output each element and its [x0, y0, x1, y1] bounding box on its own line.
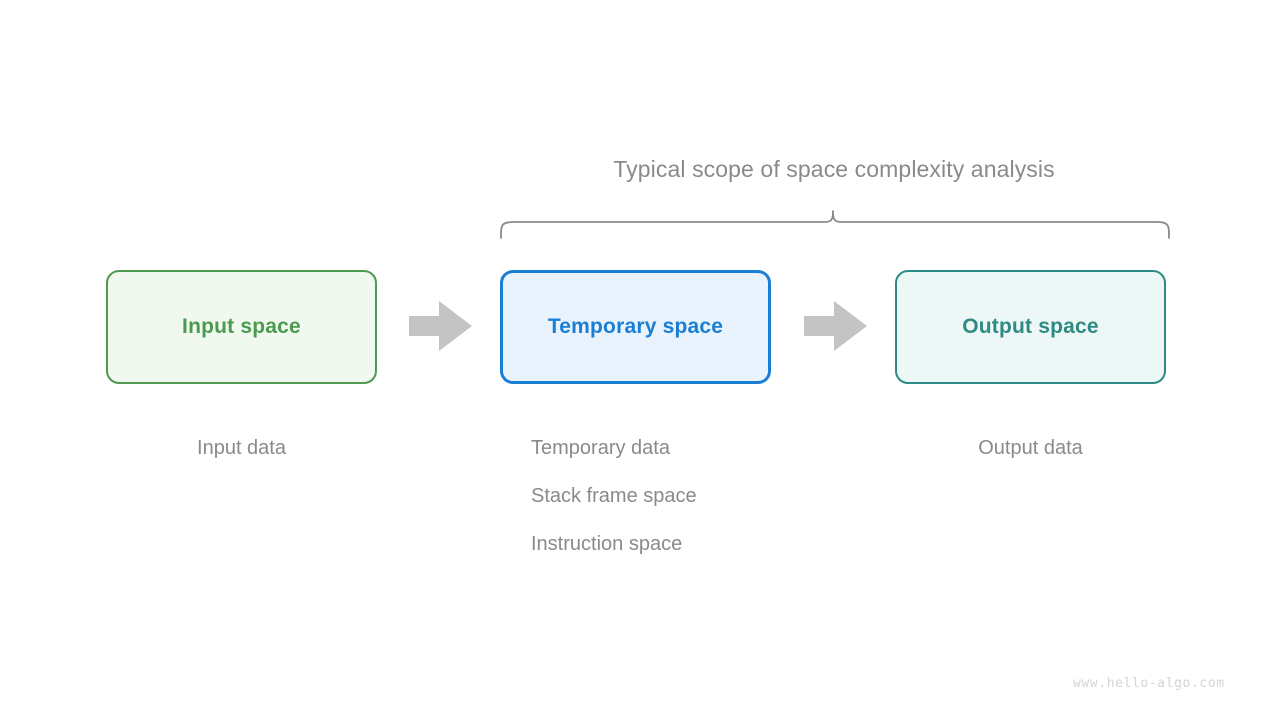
- temporary-space-label: Temporary space: [547, 315, 724, 338]
- arrow-input-to-temporary: [409, 301, 473, 351]
- input-space-box: Input space: [106, 270, 377, 384]
- output-caption: Output data: [978, 437, 1083, 459]
- input-space-label: Input space: [182, 315, 301, 338]
- temporary-caption-item: Instruction space: [531, 533, 683, 555]
- scope-title: Typical scope of space complexity analys…: [613, 156, 1055, 182]
- temporary-caption-item: Temporary data: [531, 437, 670, 459]
- input-caption: Input data: [197, 437, 286, 459]
- brace-icon: [500, 210, 1170, 239]
- temporary-space-box: Temporary space: [500, 270, 771, 384]
- watermark: www.hello-algo.com: [1073, 676, 1225, 691]
- arrow-temporary-to-output: [804, 301, 868, 351]
- output-space-box: Output space: [895, 270, 1166, 384]
- output-space-label: Output space: [962, 315, 1099, 338]
- temporary-caption-list: Temporary data Stack frame space Instruc…: [531, 424, 697, 568]
- scope-brace: [495, 203, 1175, 245]
- temporary-caption-item: Stack frame space: [531, 485, 697, 507]
- right-arrow-icon: [409, 301, 472, 351]
- right-arrow-icon: [804, 301, 867, 351]
